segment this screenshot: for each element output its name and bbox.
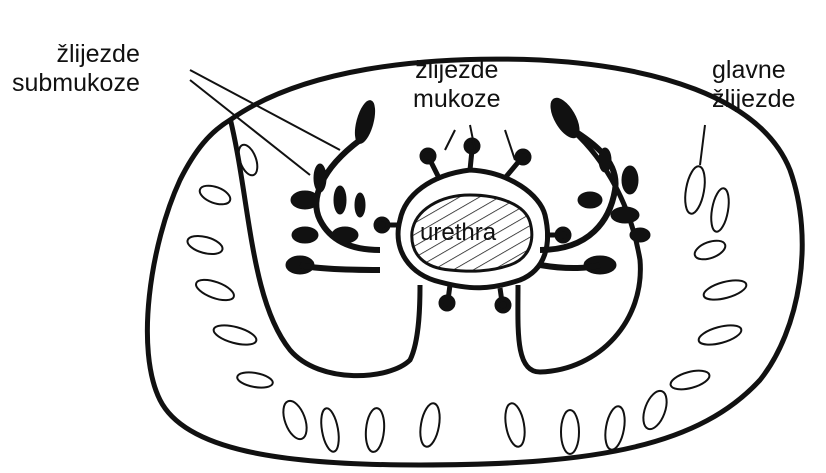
label-submucosal-glands: žlijezde submukoze — [12, 40, 140, 98]
label-mucosal-glands: žlijezde mukoze — [413, 56, 501, 114]
label-main-glands: glavne žlijezde — [712, 56, 795, 114]
label-main-line2: žlijezde — [712, 85, 795, 114]
right-main-duct — [518, 120, 640, 372]
right-submucosal-gland — [540, 94, 650, 274]
label-mucosal-line1: žlijezde — [413, 56, 501, 85]
label-mucosal-line2: mukoze — [413, 85, 501, 114]
label-submucosal-line1: žlijezde — [12, 40, 140, 69]
label-urethra: urethra — [420, 218, 496, 247]
label-main-line1: glavne — [712, 56, 795, 85]
label-submucosal-line2: submukoze — [12, 69, 140, 98]
left-main-duct — [230, 118, 420, 376]
left-main-glands — [186, 142, 443, 453]
left-submucosal-gland — [286, 99, 380, 274]
